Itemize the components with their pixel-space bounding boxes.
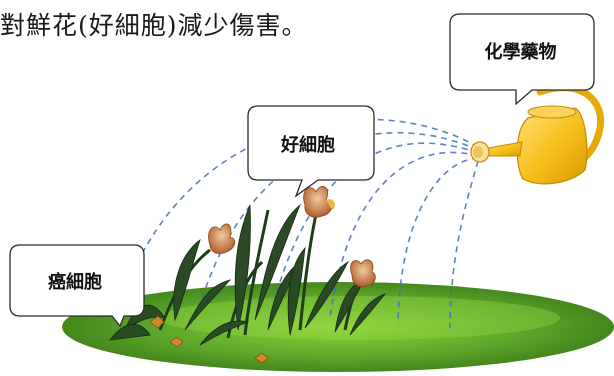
caption-text: 對鮮花(好細胞)減少傷害。 bbox=[0, 11, 308, 40]
chemo-bubble bbox=[449, 13, 595, 106]
fallen-flowers bbox=[149, 315, 269, 364]
good-cell-label: 好細胞 bbox=[281, 135, 335, 156]
flower-2 bbox=[303, 186, 335, 218]
cancer-cell-bubble bbox=[9, 244, 145, 328]
watering-can-icon bbox=[470, 84, 605, 185]
cancer-cell-label: 癌細胞 bbox=[48, 272, 102, 293]
good-cell-bubble bbox=[247, 105, 375, 198]
flower-1 bbox=[208, 223, 236, 254]
plant-leaves bbox=[109, 203, 387, 346]
flower-3 bbox=[350, 259, 376, 287]
chemo-label: 化學藥物 bbox=[484, 42, 557, 63]
